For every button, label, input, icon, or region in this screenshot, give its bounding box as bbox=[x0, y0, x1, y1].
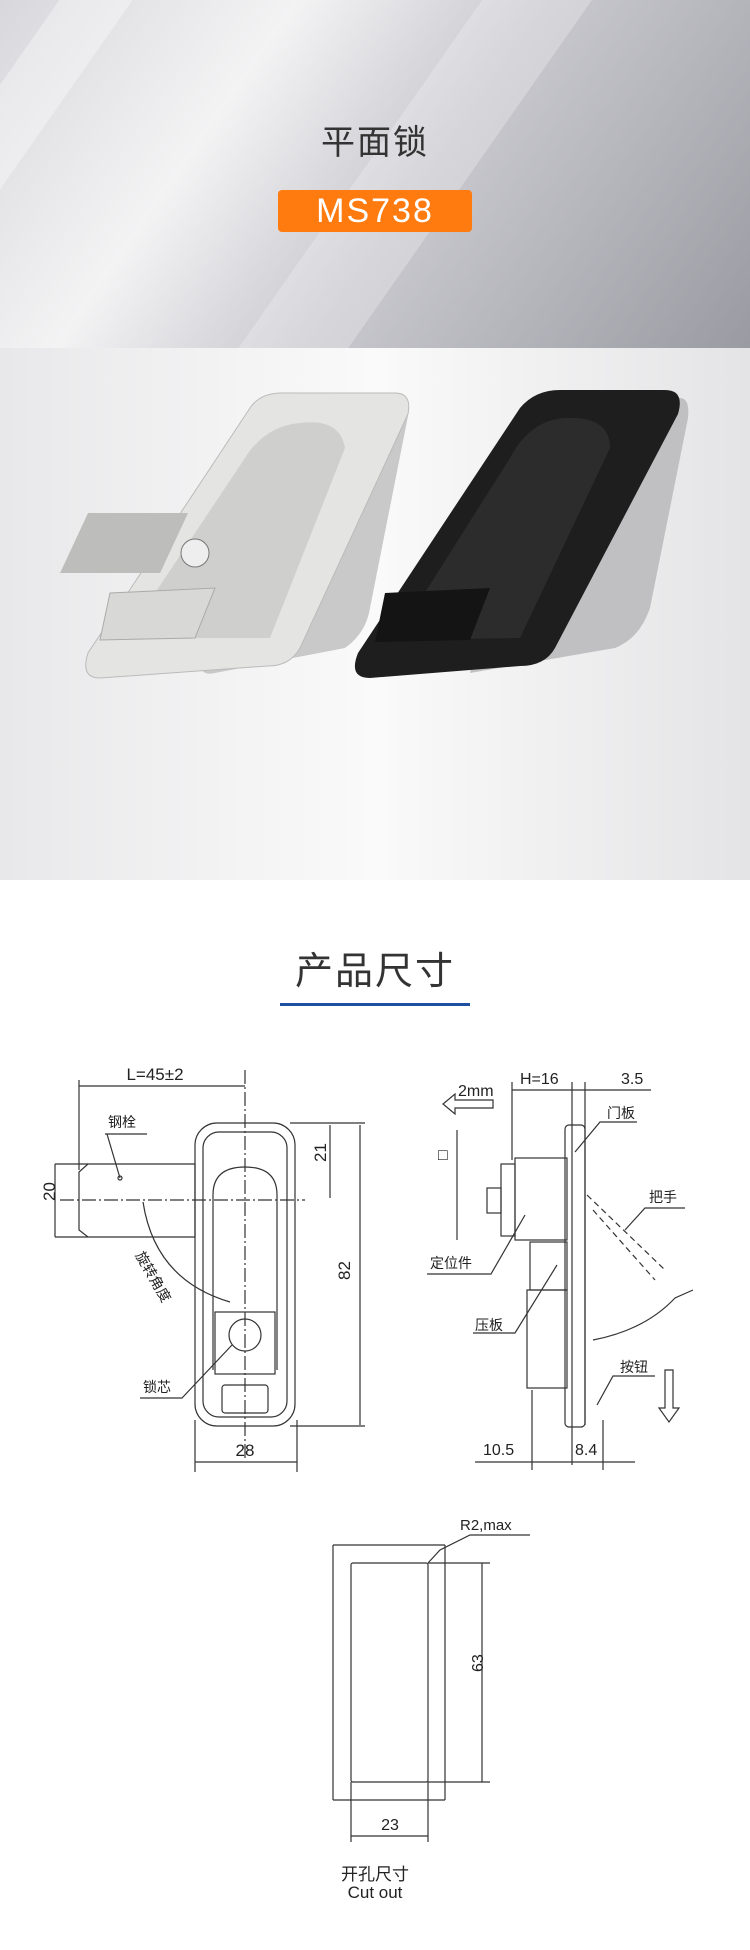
thickness-dim: 3.5 bbox=[621, 1071, 643, 1088]
cylinder-label: 锁芯 bbox=[143, 1379, 171, 1395]
bolt-height-dim: 20 bbox=[40, 1182, 59, 1201]
cutout-height-dim: 63 bbox=[470, 1654, 487, 1672]
travel-dim: 2mm bbox=[458, 1083, 494, 1100]
light-beam bbox=[0, 0, 144, 348]
front-view-drawing: L=45±2 钢栓 20 旋转角度 锁芯 21 82 28 bbox=[40, 1065, 365, 1472]
depth-front-dim: 8.4 bbox=[575, 1442, 597, 1459]
section-title: 产品尺寸 bbox=[294, 951, 455, 993]
locator-label: 定位件 bbox=[430, 1255, 472, 1271]
top-dim: 21 bbox=[311, 1143, 330, 1162]
section-underline bbox=[280, 1003, 470, 1006]
plate-label: 压板 bbox=[475, 1317, 503, 1333]
h-dim: H=16 bbox=[520, 1071, 559, 1088]
black-lock-image bbox=[354, 390, 689, 678]
lock-images bbox=[60, 390, 689, 679]
light-beam bbox=[227, 0, 623, 348]
button-label: 按钮 bbox=[620, 1359, 648, 1375]
silver-lock-image bbox=[60, 392, 410, 679]
hero-banner: 平面锁 MS738 bbox=[0, 0, 750, 348]
product-photo bbox=[0, 348, 750, 880]
length-dim: L=45±2 bbox=[126, 1065, 183, 1084]
handle-label: 把手 bbox=[649, 1189, 677, 1205]
radius-dim: R2,max bbox=[460, 1517, 512, 1534]
square-label: □ bbox=[438, 1147, 448, 1164]
cutout-label-en: Cut out bbox=[347, 1883, 403, 1902]
cutout-width-dim: 23 bbox=[381, 1817, 399, 1834]
total-height-dim: 82 bbox=[335, 1261, 354, 1280]
depth-back-dim: 10.5 bbox=[483, 1442, 514, 1459]
width-dim: 28 bbox=[236, 1441, 255, 1460]
bolt-label: 钢栓 bbox=[108, 1114, 136, 1130]
product-title: 平面锁 bbox=[321, 124, 429, 162]
door-label: 门板 bbox=[607, 1105, 635, 1121]
cutout-label-cn: 开孔尺寸 bbox=[341, 1865, 409, 1884]
side-view-drawing: 2mm H=16 3.5 门板 □ 把手 定位件 压板 按钮 10.5 8.4 bbox=[427, 1071, 694, 1470]
rotation-label: 旋转角度 bbox=[132, 1249, 174, 1305]
cutout-drawing: R2,max 63 23 bbox=[332, 1517, 530, 1842]
model-badge: MS738 bbox=[278, 190, 472, 232]
